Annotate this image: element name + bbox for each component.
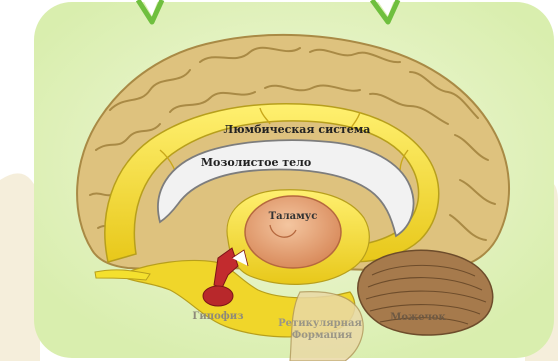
label-reticular-line1: Ретикулярная <box>278 318 362 329</box>
label-reticular-line2: Формация <box>292 330 353 341</box>
label-thalamus: Таламус <box>269 211 318 222</box>
label-pituitary: Гипофиз <box>192 311 243 322</box>
thalamus <box>245 196 341 268</box>
label-cerebellum: Можечок <box>390 312 446 323</box>
label-limbic-system: Люмбическая система <box>224 123 371 136</box>
label-corpus-callosum: Мозолистое тело <box>201 156 311 169</box>
